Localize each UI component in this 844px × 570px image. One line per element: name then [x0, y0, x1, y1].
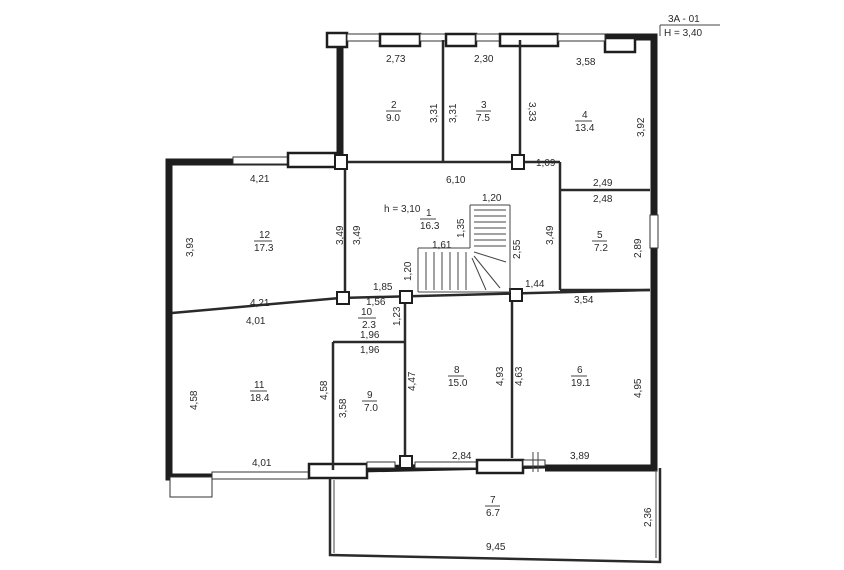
room-number: 5: [597, 230, 603, 241]
room-number: 9: [367, 390, 373, 401]
dimension: 3,93: [185, 237, 196, 257]
dimension: 3,92: [636, 117, 647, 137]
balcony-outline: [328, 468, 662, 564]
room-area: 18.4: [250, 393, 270, 404]
room-8: 8 15.0: [448, 365, 468, 389]
dimension: 1,09: [536, 158, 556, 169]
dimension: 3,58: [576, 57, 596, 68]
room-number: 4: [582, 110, 588, 121]
windows: [169, 32, 659, 498]
dimension: 1,20: [403, 261, 414, 281]
dimension: 4,58: [319, 380, 330, 400]
dimension: 1,44: [525, 279, 545, 290]
room-1: 1 16.3: [420, 208, 440, 232]
room-area: 7.0: [364, 403, 378, 414]
room-area: 6.7: [486, 508, 500, 519]
dimension: 4,93: [495, 366, 506, 386]
sheet-tag: 3A - 01 H = 3,40: [659, 14, 720, 39]
room-labels: 1 16.3 2 9.0 3 7.5 4 13.4 5 7.2 6 19.1: [250, 100, 608, 519]
room-11: 11 18.4: [250, 380, 270, 404]
room-area: 13.4: [575, 123, 595, 134]
room-number: 10: [361, 307, 373, 318]
room-number: 3: [481, 100, 487, 111]
sheet-code: 3A - 01: [668, 14, 700, 25]
room-3: 3 7.5: [476, 100, 491, 124]
room-area: 2.3: [362, 320, 376, 331]
room-number: 6: [577, 365, 583, 376]
dimension: 2,48: [593, 194, 613, 205]
dimension-labels: 2,73 2,30 3,58 3,31 3,31 3,33 3,92 6,10 …: [185, 54, 654, 553]
dimension: 3,31: [429, 103, 440, 123]
staircase: [417, 204, 511, 293]
dimension: 3,58: [338, 398, 349, 418]
wall-block: [325, 31, 349, 49]
dimension: 2,49: [593, 178, 613, 189]
interior-walls: [171, 40, 651, 470]
room-area: 7.5: [476, 113, 490, 124]
room-6: 6 19.1: [571, 365, 591, 389]
dimension: 2,36: [643, 507, 654, 527]
sheet-height: H = 3,40: [664, 28, 703, 39]
room-number: 2: [391, 100, 397, 111]
room-number: 11: [254, 380, 265, 391]
wall-block: [603, 36, 637, 54]
room-number: 8: [454, 365, 460, 376]
dimension: 3,49: [352, 225, 363, 245]
dimension: 3,49: [545, 225, 556, 245]
dimension: 1,96: [360, 330, 380, 341]
dimension: 4,47: [407, 371, 418, 391]
room-2: 2 9.0: [386, 100, 401, 124]
dimension: 3,31: [448, 103, 459, 123]
exterior-walls: [165, 31, 658, 481]
dimension: 9,45: [486, 542, 506, 553]
room-number: 1: [426, 208, 432, 219]
dimension: 4,95: [633, 378, 644, 398]
dimension: 4,01: [252, 458, 272, 469]
dimension: 4,21: [250, 174, 270, 185]
room-area: 15.0: [448, 378, 468, 389]
room-number: 12: [259, 230, 271, 241]
room-area: 7.2: [594, 243, 608, 254]
dimension: 1,85: [373, 282, 393, 293]
room-area: 19.1: [571, 378, 591, 389]
dimension: 1,96: [360, 345, 380, 356]
dimension: 2,73: [386, 54, 406, 65]
dimension: 2,55: [512, 239, 523, 259]
room-7: 7 6.7: [485, 495, 500, 519]
room-9: 9 7.0: [362, 390, 378, 414]
dimension: 4,63: [514, 366, 525, 386]
dimension: 2,84: [452, 451, 472, 462]
room-area: 9.0: [386, 113, 400, 124]
dimension: 4,58: [189, 390, 200, 410]
dimension: 6,10: [446, 175, 466, 186]
dimension: 1,23: [392, 306, 403, 326]
dimension: 2,30: [474, 54, 494, 65]
dimension: 3,33: [526, 102, 537, 122]
dimension: 1,56: [366, 297, 386, 308]
dimension: 1,61: [432, 240, 452, 251]
dimension: 4,21: [250, 298, 270, 309]
dimension: 3,89: [570, 451, 590, 462]
room-12: 12 17.3: [254, 230, 274, 254]
room-10: 10 2.3: [358, 307, 376, 331]
dimension: 3,54: [574, 295, 594, 306]
dimension: 1,35: [456, 218, 467, 238]
room-number: 7: [490, 495, 496, 506]
room-area: 16.3: [420, 221, 440, 232]
dimension: 1,20: [482, 193, 502, 204]
dimension: 2,89: [633, 238, 644, 258]
hall-height: h = 3,10: [384, 204, 421, 215]
room-4: 4 13.4: [575, 110, 595, 134]
room-area: 17.3: [254, 243, 274, 254]
room-5: 5 7.2: [592, 230, 608, 254]
dimension: 3,49: [335, 225, 346, 245]
dimension: 4,01: [246, 316, 266, 327]
